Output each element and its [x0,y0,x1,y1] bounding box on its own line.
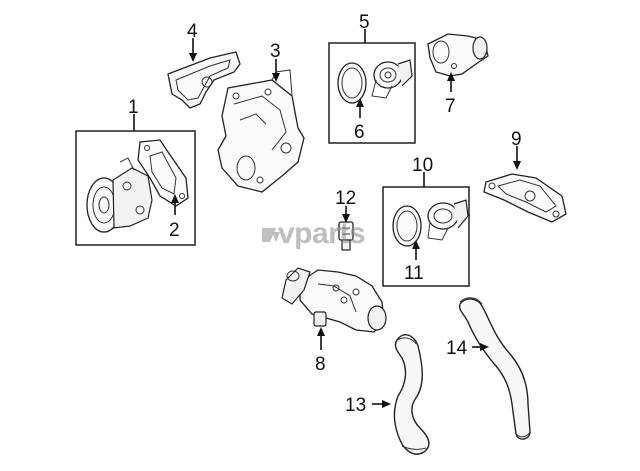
callout-12: 12 [335,188,356,209]
group-box-thermostat-lower [382,186,470,287]
vparts-watermark-text: vparts [278,217,365,250]
vparts-logo-mark [262,228,280,242]
callout-9: 9 [511,129,522,150]
thermostat-gasket-part[interactable] [337,62,367,104]
group-box-thermostat-upper [328,42,416,144]
callout-13: 13 [345,395,366,416]
vparts-logo: vparts [262,217,366,250]
callout-4: 4 [187,21,198,42]
thermostat-housing-gasket-part[interactable] [483,173,567,223]
thermostat-part[interactable] [371,59,413,99]
callout-2: 2 [169,220,180,241]
thermostat-gasket-lower-part[interactable] [392,205,422,247]
timing-cover-gasket-part[interactable] [167,51,241,109]
coolant-hose-lower-part[interactable] [393,334,430,455]
callout-11: 11 [404,263,424,284]
callout-7: 7 [445,96,456,117]
callout-10: 10 [412,155,433,176]
callout-5: 5 [359,12,370,33]
thermostat-housing-part[interactable] [281,267,387,333]
water-pump-part[interactable] [86,157,153,233]
timing-cover-part[interactable] [217,69,305,193]
group-box-water-pump [75,130,196,246]
callout-8: 8 [315,354,326,375]
coolant-hose-upper-part[interactable] [458,297,531,440]
callout-14: 14 [446,338,468,359]
thermostat-housing-outlet-part[interactable] [427,33,489,77]
callout-6: 6 [354,122,365,143]
callout-1: 1 [128,97,139,118]
coolant-temp-sensor-part[interactable] [338,221,354,251]
callout-3: 3 [270,41,281,62]
callout-leaders [133,29,521,408]
water-pump-gasket-part[interactable] [137,139,189,207]
thermostat-lower-part[interactable] [427,199,469,241]
